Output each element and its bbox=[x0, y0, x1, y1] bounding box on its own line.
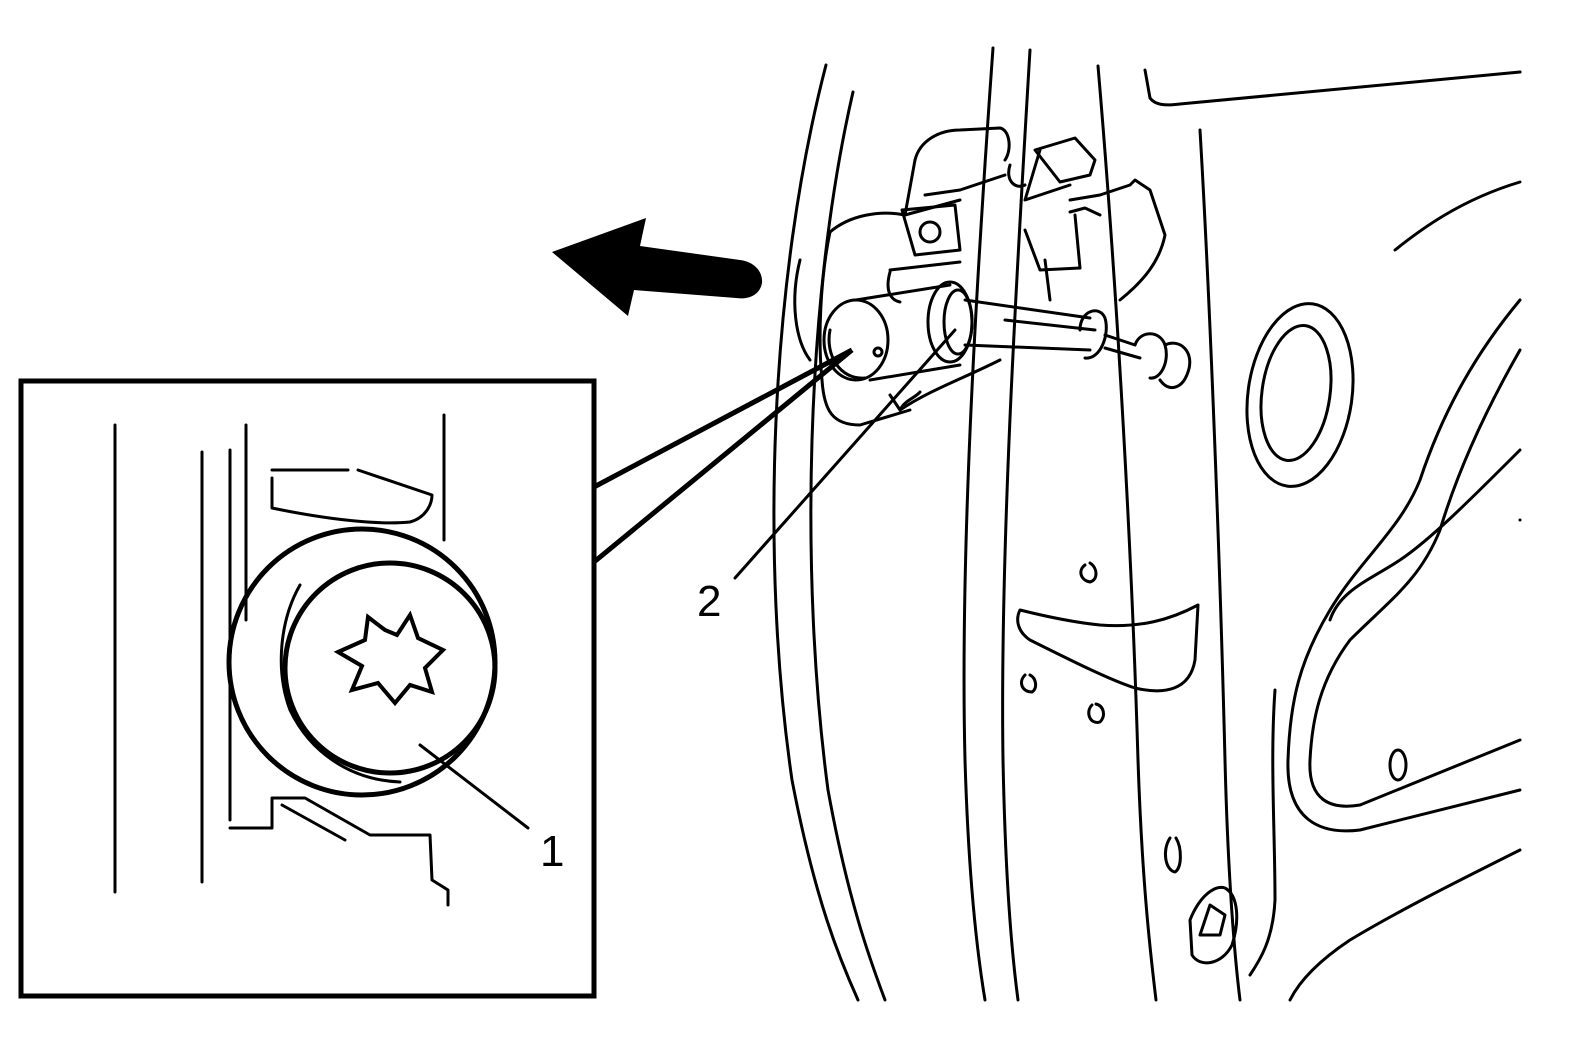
removal-direction-arrow-icon bbox=[552, 218, 763, 316]
detail-inset bbox=[18, 378, 597, 999]
callout-1-label: 1 bbox=[540, 827, 564, 876]
lock-cylinder-assembly bbox=[793, 126, 1192, 427]
callout-2-leader bbox=[733, 328, 957, 580]
callout-2-label: 2 bbox=[697, 577, 721, 626]
bolt-head bbox=[282, 560, 498, 776]
torx-bolt-icon bbox=[333, 610, 447, 707]
door-panel bbox=[772, 46, 1522, 1002]
magnifier-leader-lines bbox=[592, 347, 854, 564]
